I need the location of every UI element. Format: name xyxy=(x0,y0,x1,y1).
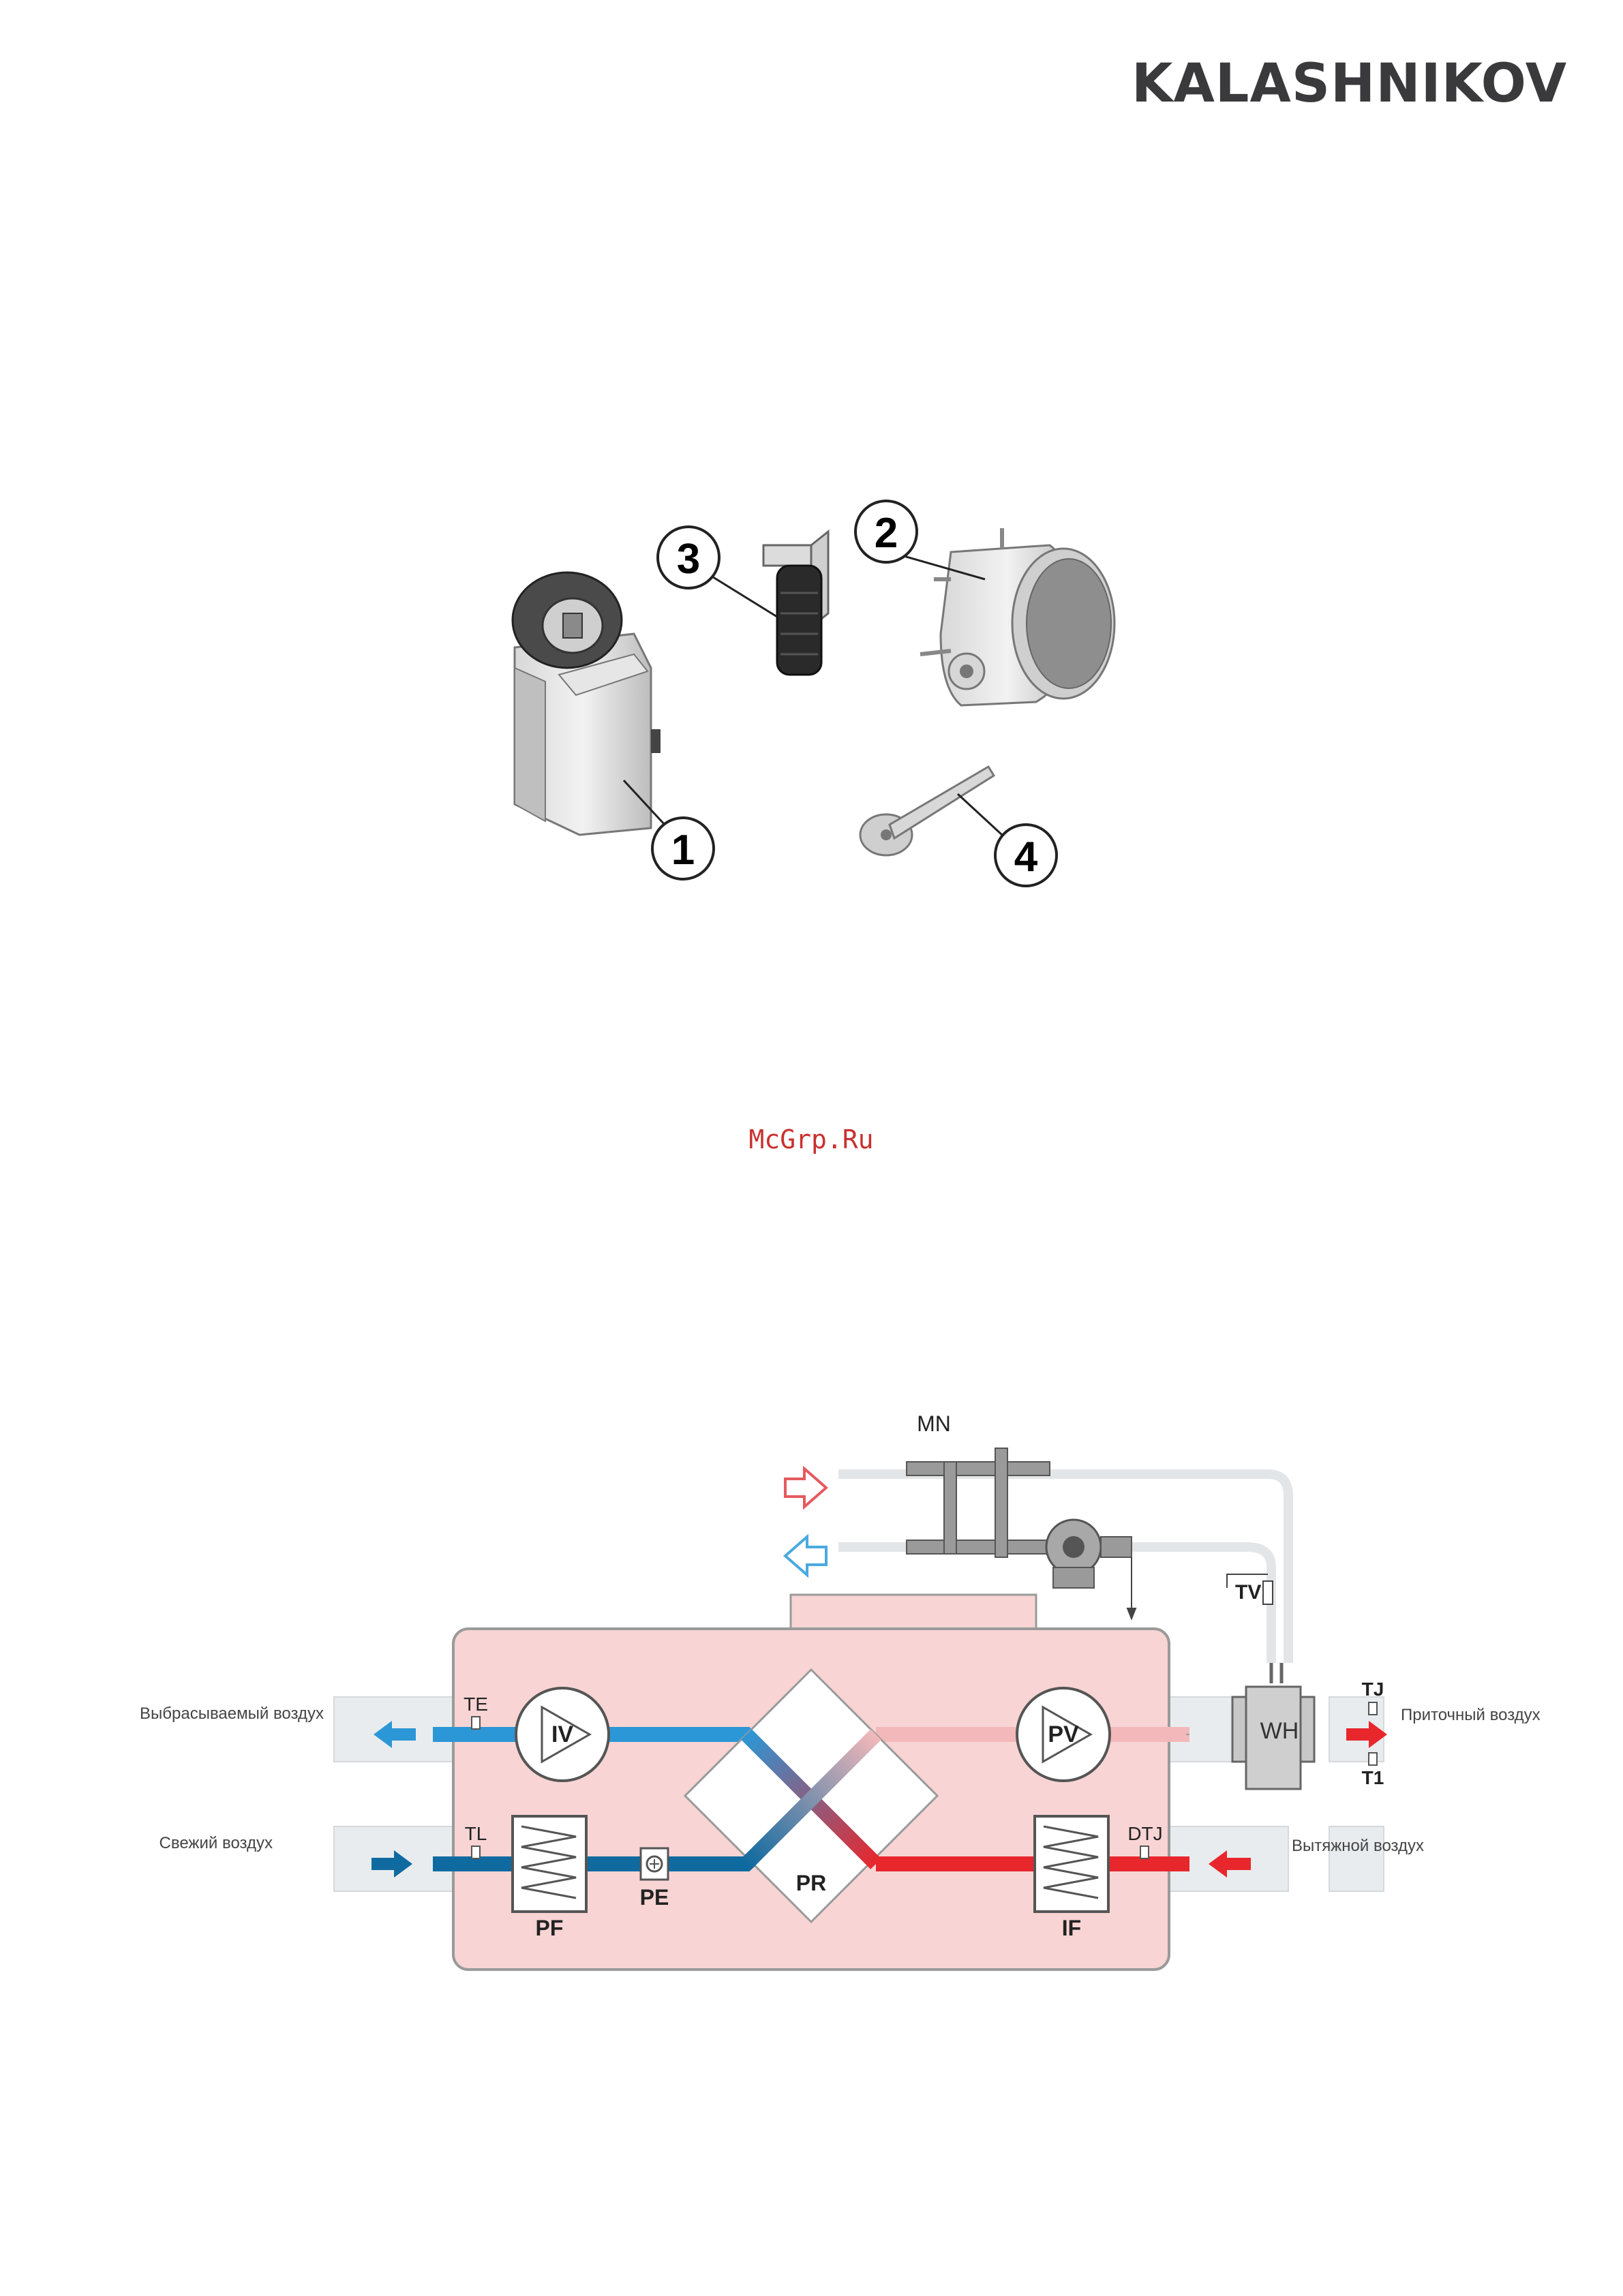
callout-3-label: 3 xyxy=(677,536,700,583)
sensor-t1-symbol xyxy=(1369,1753,1377,1765)
top-stub xyxy=(791,1595,1036,1632)
callout-2-label: 2 xyxy=(875,510,898,557)
pressure-sensor xyxy=(641,1848,668,1880)
callout-4-label: 4 xyxy=(1014,833,1038,881)
supply-filter xyxy=(513,1816,586,1912)
spindle-image xyxy=(860,767,994,855)
label-t1: T1 xyxy=(1362,1767,1384,1788)
sensor-dtj-symbol xyxy=(1140,1846,1149,1858)
label-tj: TJ xyxy=(1362,1679,1384,1700)
label-air-exhaust-out: Выбрасываемый воздух xyxy=(140,1704,324,1723)
label-pv: PV xyxy=(1048,1721,1079,1747)
label-iv: IV xyxy=(551,1721,573,1747)
callout-3: 3 xyxy=(658,527,719,588)
label-pf: PF xyxy=(536,1916,564,1940)
callout-1: 1 xyxy=(652,818,714,879)
sensor-te-symbol xyxy=(472,1717,480,1729)
water-in-arrow xyxy=(785,1469,826,1507)
valve-symbol xyxy=(1263,1581,1273,1604)
label-tv: TV xyxy=(1235,1581,1261,1604)
label-air-supply-out: Приточный воздух xyxy=(1401,1706,1541,1724)
sensor-tl-symbol xyxy=(472,1846,480,1858)
label-pr: PR xyxy=(796,1871,826,1895)
exhaust-filter xyxy=(1035,1816,1108,1912)
watermark[interactable]: McGrp.Ru xyxy=(695,1124,927,1154)
parts-figure: 1 2 3 4 xyxy=(513,501,1114,886)
label-tl: TL xyxy=(465,1823,487,1844)
motor-image xyxy=(920,528,1114,705)
callout-4: 4 xyxy=(995,825,1057,886)
callout-2: 2 xyxy=(855,501,917,562)
sensor-tj-symbol xyxy=(1369,1702,1377,1715)
label-te: TE xyxy=(464,1694,488,1715)
label-wh: WH xyxy=(1260,1718,1299,1744)
mixing-unit xyxy=(907,1448,1132,1588)
sensor-image xyxy=(763,532,828,675)
ventilation-scheme: MN TV WH PV IV PR PF IF PE TE TL TJ T1 D… xyxy=(140,1411,1541,1970)
label-mn: MN xyxy=(917,1411,951,1436)
water-out-arrow xyxy=(785,1537,826,1575)
label-pe: PE xyxy=(640,1885,669,1910)
label-air-fresh-in: Свежий воздух xyxy=(160,1834,273,1852)
label-if: IF xyxy=(1062,1916,1081,1940)
callout-1-label: 1 xyxy=(671,827,695,874)
label-air-extract-in: Вытяжной воздух xyxy=(1292,1837,1424,1855)
label-dtj: DTJ xyxy=(1127,1823,1162,1844)
